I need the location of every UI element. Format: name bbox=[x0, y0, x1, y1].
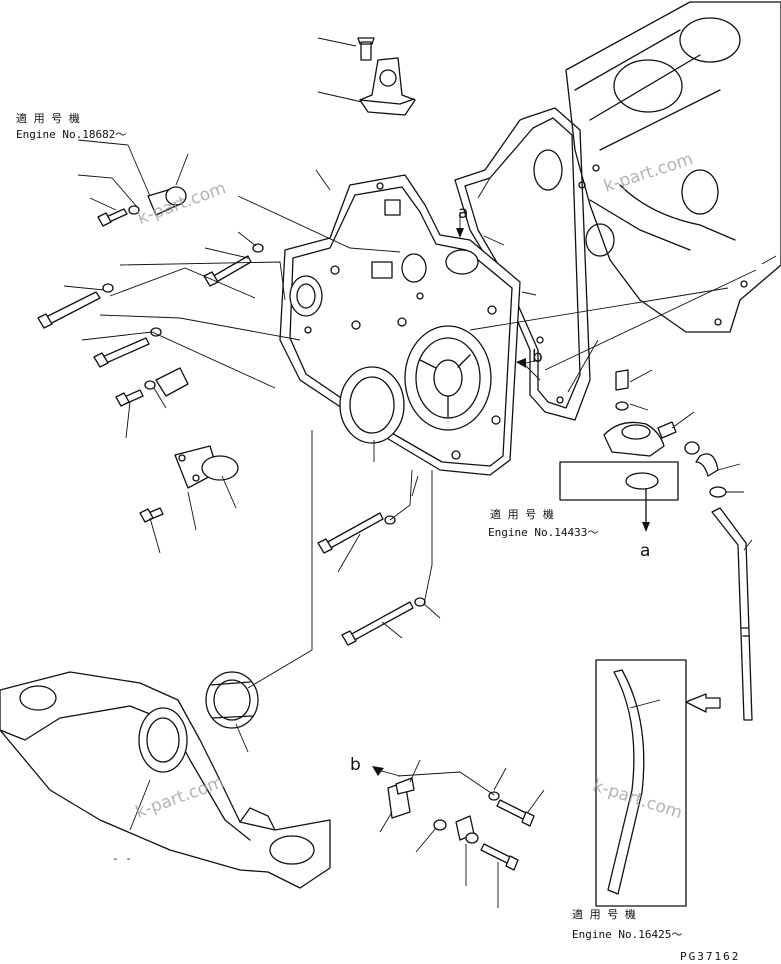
note-top-left-title: 適 用 号 機 bbox=[16, 111, 80, 125]
breather-tube bbox=[711, 507, 753, 721]
drawing-code: PG37162 bbox=[680, 950, 740, 963]
note-mid-right-engine: Engine No.14433～ bbox=[488, 526, 598, 539]
gasket bbox=[454, 107, 591, 421]
watermark-1: k-part.com bbox=[135, 178, 229, 228]
small-mark: - - bbox=[112, 852, 132, 865]
leader-lines bbox=[63, 37, 777, 908]
note-bottom-right-engine: Engine No.16425～ bbox=[572, 928, 682, 941]
engine-mount bbox=[0, 671, 331, 889]
oil-seal bbox=[205, 671, 259, 729]
lifting-hook bbox=[357, 37, 416, 116]
clamp-assembly bbox=[387, 777, 535, 871]
breather bbox=[603, 369, 727, 498]
ref-label-a-mid: a bbox=[640, 541, 650, 561]
cover-plate bbox=[139, 445, 239, 523]
note-box-engine-14433 bbox=[559, 461, 679, 532]
note-mid-right-title: 適 用 号 機 bbox=[490, 507, 554, 521]
note-bottom-right-title: 適 用 号 機 bbox=[572, 907, 636, 921]
long-bolts bbox=[317, 512, 426, 646]
ref-label-b-low: b bbox=[350, 755, 361, 775]
tube-detail-box bbox=[595, 659, 721, 907]
note-top-left-engine: Engine No.18682～ bbox=[16, 128, 126, 141]
front-cover bbox=[279, 174, 521, 476]
ref-label-b-top: b bbox=[532, 347, 543, 367]
ref-label-a-top: a bbox=[458, 203, 468, 223]
